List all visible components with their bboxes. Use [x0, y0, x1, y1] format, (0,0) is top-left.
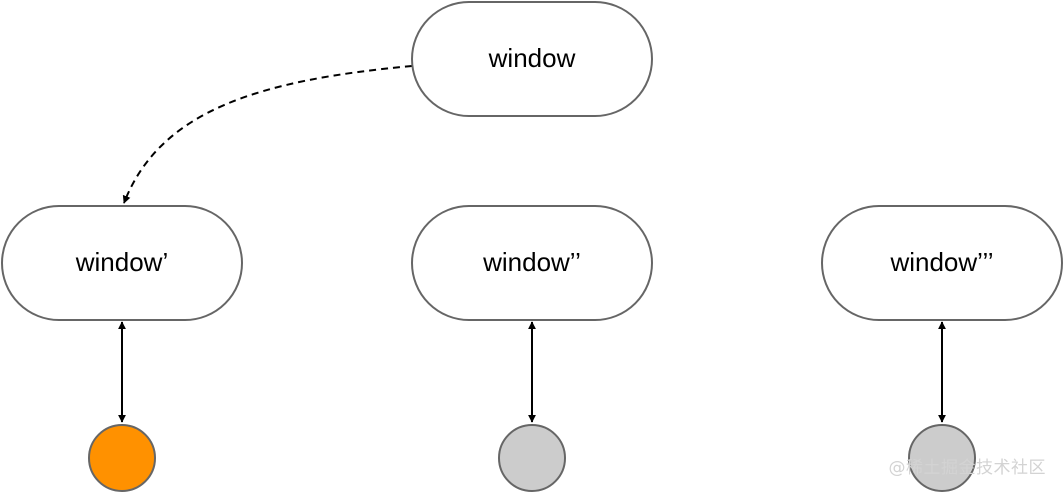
watermark-text: @稀土掘金技术社区 [888, 458, 1046, 478]
node-root-label: window [488, 43, 576, 73]
terminal-circle-1-active [88, 424, 156, 492]
terminal-circle-3-inactive [908, 424, 976, 492]
node-child-1: window’ [1, 205, 243, 321]
node-child-2: window’’ [411, 205, 653, 321]
node-child-3-shape [821, 205, 1063, 321]
node-child-2-label: window’’ [482, 247, 581, 277]
node-child-1-label: window’ [75, 247, 169, 277]
dashed-connector-root-to-child-1 [122, 65, 413, 204]
node-child-3: window’’’ [821, 205, 1063, 321]
node-root: window [411, 1, 653, 117]
terminal-circle-2-inactive [498, 424, 566, 492]
node-root-shape [411, 1, 653, 117]
node-child-3-label: window’’’ [889, 247, 993, 277]
node-child-1-shape [1, 205, 243, 321]
node-child-2-shape [411, 205, 653, 321]
